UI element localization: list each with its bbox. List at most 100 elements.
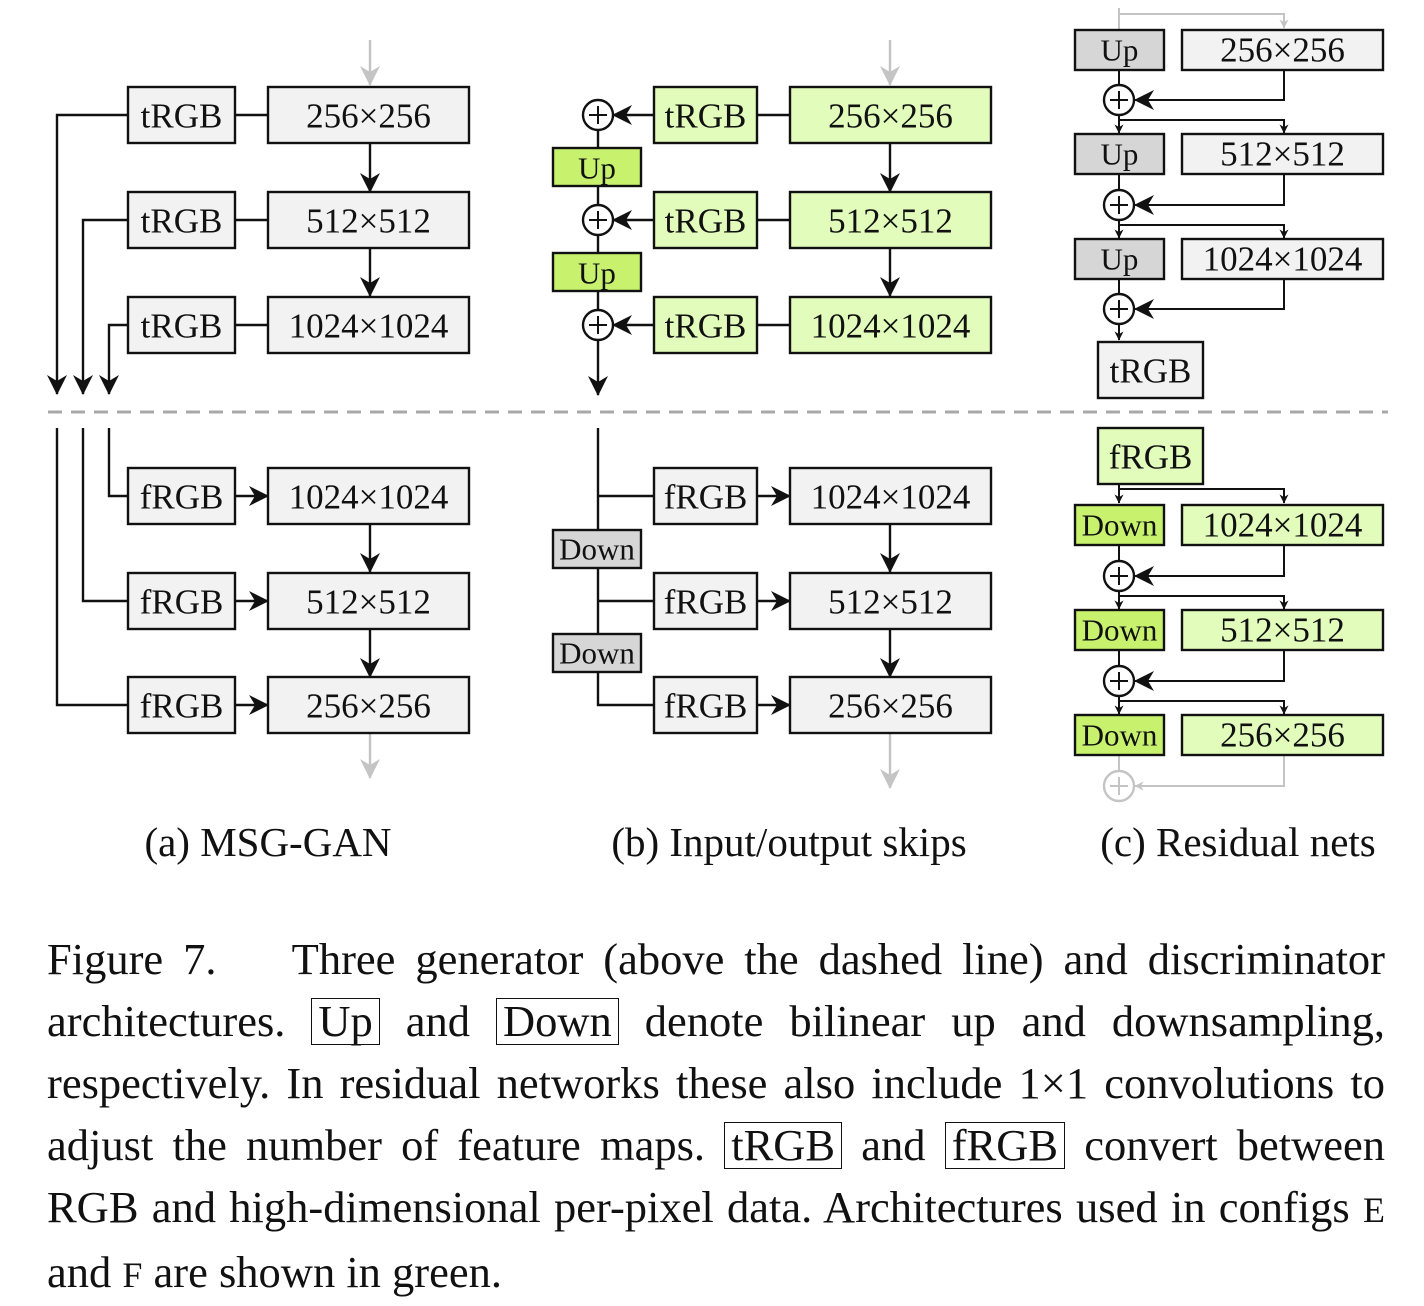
msg-gan-frgb-label-1: fRGB xyxy=(140,478,224,517)
skips-down-box-2 xyxy=(551,632,643,674)
caption-part-4: are shown in green. xyxy=(153,1247,503,1297)
caption-part-3: convert between RGB and high-dimensional… xyxy=(47,1120,1386,1232)
msg-gan-frgb-box-1 xyxy=(126,466,237,526)
skips-trgb-label-3: tRGB xyxy=(665,307,747,346)
res-trgb-label: tRGB xyxy=(1110,352,1192,391)
msg-gan-gen-label-1: 256×256 xyxy=(306,97,431,136)
res-gen-label-2: 512×512 xyxy=(1220,135,1345,174)
res-up-label-1: Up xyxy=(1101,33,1139,68)
skips-trgb-box-2 xyxy=(652,190,759,250)
panel-residual xyxy=(1114,8,1289,791)
res-up-label-3: Up xyxy=(1101,242,1139,277)
skips-up-box-1 xyxy=(551,146,643,188)
skips-sublabel: (b) Input/output skips xyxy=(611,819,966,865)
res-disc-block-1 xyxy=(1180,503,1385,547)
skips-trgb-label-1: tRGB xyxy=(665,97,747,136)
msg-gan-trgb-box-3 xyxy=(126,295,237,355)
skips-disc-block-1 xyxy=(788,466,993,526)
res-down-label-2: Down xyxy=(1082,613,1158,648)
msg-gan-disc-label-3: 256×256 xyxy=(306,687,431,726)
skips-disc-label-3: 256×256 xyxy=(828,687,953,726)
skips-gen-block-1 xyxy=(788,85,993,145)
panel-msg-gan xyxy=(47,40,380,779)
res-gen-block-2 xyxy=(1180,132,1385,176)
skips-gen-block-3 xyxy=(788,295,993,355)
res-down-box-2 xyxy=(1073,608,1166,652)
figure-label: Figure 7. xyxy=(47,934,217,984)
skips-trgb-box-1 xyxy=(652,85,759,145)
res-gen-block-3 xyxy=(1180,237,1385,281)
caption-trgb-box: tRGB xyxy=(724,1122,843,1169)
skips-gen-block-2 xyxy=(788,190,993,250)
res-disc-label-2: 512×512 xyxy=(1220,611,1345,650)
msg-gan-gen-label-2: 512×512 xyxy=(306,202,431,241)
skips-gen-label-1: 256×256 xyxy=(828,97,953,136)
msg-gan-frgb-label-2: fRGB xyxy=(140,583,224,622)
res-down-box-3 xyxy=(1073,713,1166,757)
skips-frgb-box-2 xyxy=(652,571,759,631)
res-disc-block-2 xyxy=(1180,608,1385,652)
msg-gan-disc-block-1 xyxy=(266,466,471,526)
msg-gan-frgb-box-2 xyxy=(126,571,237,631)
msg-gan-disc-label-2: 512×512 xyxy=(306,583,431,622)
caption-and-3: and xyxy=(47,1247,112,1297)
skips-frgb-box-1 xyxy=(652,466,759,526)
res-up-box-2 xyxy=(1073,132,1166,176)
res-down-box-1 xyxy=(1073,503,1166,547)
msg-gan-gen-label-3: 1024×1024 xyxy=(289,307,449,346)
msg-gan-frgb-box-3 xyxy=(126,675,237,735)
res-disc-block-3 xyxy=(1180,713,1385,757)
msg-gan-frgb-label-3: fRGB xyxy=(140,687,224,726)
panel-skips xyxy=(588,40,900,789)
caption-and-1: and xyxy=(405,996,471,1046)
res-frgb-box xyxy=(1096,426,1205,486)
msg-gan-sublabel: (a) MSG-GAN xyxy=(144,819,391,865)
skips-down-label-1: Down xyxy=(559,532,635,567)
caption-and-2: and xyxy=(861,1120,926,1170)
msg-gan-gen-block-3 xyxy=(266,295,471,355)
caption-up-box: Up xyxy=(311,998,380,1045)
skips-up-label-2: Up xyxy=(578,256,616,291)
res-gen-label-3: 1024×1024 xyxy=(1203,240,1363,279)
msg-gan-trgb-label-1: tRGB xyxy=(141,97,223,136)
skips-up-box-2 xyxy=(551,251,643,293)
res-disc-label-3: 256×256 xyxy=(1220,716,1345,755)
skips-gen-label-3: 1024×1024 xyxy=(811,307,971,346)
caption-config-e: E xyxy=(1363,1190,1386,1230)
skips-disc-label-2: 512×512 xyxy=(828,583,953,622)
res-down-label-1: Down xyxy=(1082,508,1158,543)
skips-disc-block-2 xyxy=(788,571,993,631)
msg-gan-disc-block-3 xyxy=(266,675,471,735)
caption-config-f: F xyxy=(122,1255,143,1295)
res-up-box-1 xyxy=(1073,28,1166,72)
skips-trgb-box-3 xyxy=(652,295,759,355)
architecture-diagram: tRGB tRGB tRGB 256×256 512×512 1024×1024… xyxy=(47,8,1388,865)
res-trgb-box xyxy=(1096,340,1205,400)
residual-sublabel: (c) Residual nets xyxy=(1100,819,1376,865)
msg-gan-trgb-label-3: tRGB xyxy=(141,307,223,346)
msg-gan-gen-block-1 xyxy=(266,85,471,145)
skips-frgb-label-3: fRGB xyxy=(664,687,748,726)
res-down-label-3: Down xyxy=(1082,718,1158,753)
skips-trgb-label-2: tRGB xyxy=(665,202,747,241)
skips-frgb-box-3 xyxy=(652,675,759,735)
res-gen-block-1 xyxy=(1180,28,1385,72)
res-gen-label-1: 256×256 xyxy=(1220,31,1345,70)
msg-gan-gen-block-2 xyxy=(266,190,471,250)
skips-down-label-2: Down xyxy=(559,636,635,671)
caption-part-2: denote bilinear up and downsampling, res… xyxy=(47,996,1386,1170)
skips-disc-label-1: 1024×1024 xyxy=(811,478,971,517)
caption-part-1: Three generator (above the dashed line) … xyxy=(47,934,1386,1046)
res-frgb-label: fRGB xyxy=(1109,438,1193,477)
msg-gan-trgb-label-2: tRGB xyxy=(141,202,223,241)
skips-down-box-1 xyxy=(551,528,643,570)
skips-up-label-1: Up xyxy=(578,151,616,186)
skips-frgb-label-1: fRGB xyxy=(664,478,748,517)
skips-disc-block-3 xyxy=(788,675,993,735)
msg-gan-disc-block-2 xyxy=(266,571,471,631)
res-up-label-2: Up xyxy=(1101,137,1139,172)
msg-gan-disc-label-1: 1024×1024 xyxy=(289,478,449,517)
skips-frgb-label-2: fRGB xyxy=(664,583,748,622)
skips-gen-label-2: 512×512 xyxy=(828,202,953,241)
figure-caption: Figure 7. Three generator (above the das… xyxy=(47,928,1385,1306)
